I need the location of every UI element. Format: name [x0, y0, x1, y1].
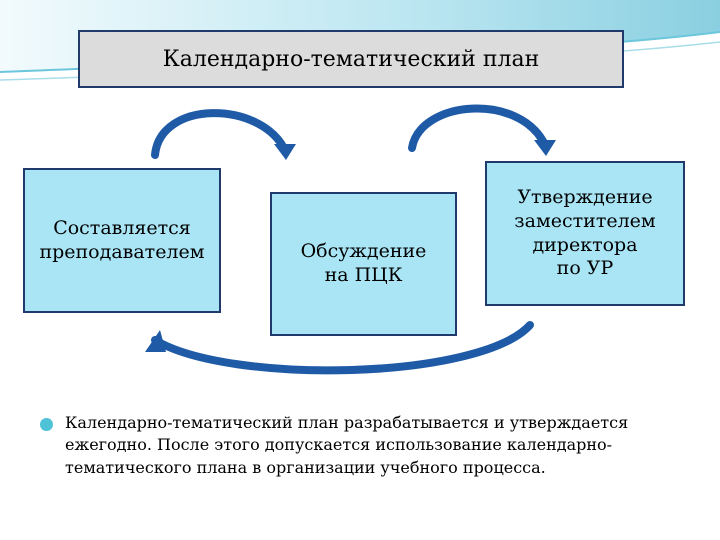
note-text: Календарно-тематический план разрабатыва…	[65, 413, 629, 477]
node-approval-deputy-director: Утверждение заместителем директора по УР	[485, 161, 685, 306]
bullet-icon	[40, 418, 53, 431]
arrowhead-3	[145, 330, 166, 352]
arrowhead-1	[274, 144, 296, 160]
diagram-title: Календарно-тематический план	[78, 30, 624, 88]
node-compiled-by-teacher: Составляется преподавателем	[23, 168, 221, 313]
node-discussion-pck: Обсуждение на ПЦК	[270, 192, 457, 336]
arrowhead-2	[534, 140, 556, 156]
note-item: Календарно-тематический план разрабатыва…	[40, 412, 700, 479]
